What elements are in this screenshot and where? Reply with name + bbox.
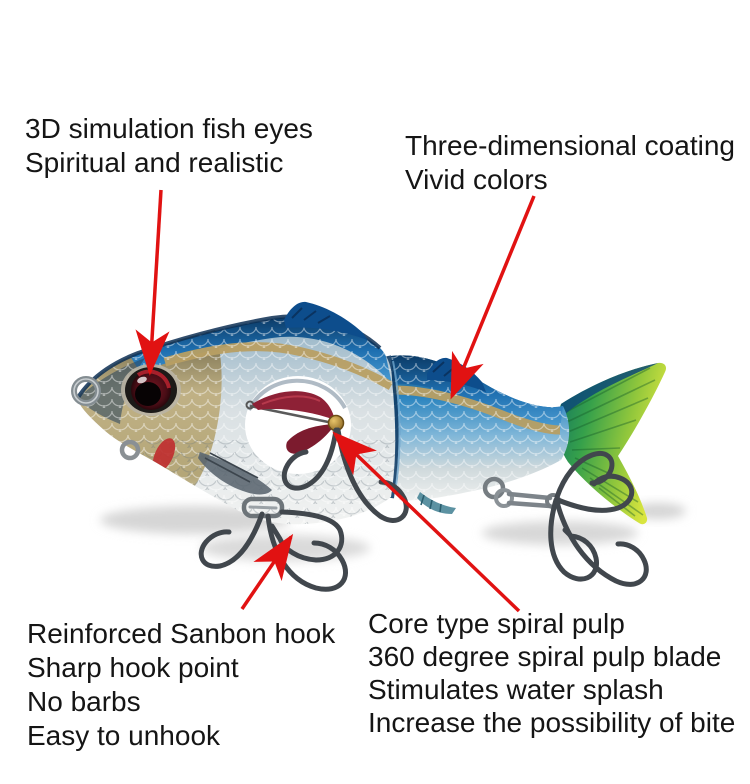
spiral-pulp-propeller: [245, 391, 345, 454]
front-body-section: [71, 301, 396, 525]
arrow-to-pulp: [332, 431, 521, 613]
arrow-to-coating: [450, 195, 536, 400]
tail-fin: [556, 362, 667, 525]
annotation-line: Increase the possibility of bite: [368, 707, 736, 738]
chin-hanger-loop: [119, 439, 141, 461]
annotation-line: Core type spiral pulp: [368, 608, 625, 639]
core-opening-rim: [247, 378, 347, 411]
annotation-line: 360 degree spiral pulp blade: [368, 641, 722, 672]
rear-body-section: [391, 355, 570, 514]
annotation-line: 3D simulation fish eyes: [25, 113, 313, 144]
annotation-line: No barbs: [27, 686, 141, 717]
annotation-line: Easy to unhook: [27, 720, 221, 751]
annotation-line: Stimulates water splash: [368, 674, 664, 705]
rear-treble-hook: [548, 451, 649, 587]
anal-fin: [417, 492, 456, 514]
arrow-to-eye: [135, 189, 170, 376]
annotation-hook: Reinforced Sanbon hook Sharp hook point …: [27, 617, 335, 753]
annotation-coating: Three-dimensional coating Vivid colors: [405, 129, 735, 197]
front-dorsal-fin: [284, 301, 368, 340]
propeller-blade-lower: [286, 424, 335, 454]
annotation-line: Three-dimensional coating: [405, 130, 735, 161]
gill-red-band: [152, 438, 176, 472]
annotation-line: Vivid colors: [405, 164, 548, 195]
ground-shadows: [100, 503, 686, 561]
callout-arrows: [135, 189, 536, 613]
annotation-line: Sharp hook point: [27, 652, 239, 683]
annotation-line: Spiritual and realistic: [25, 147, 284, 178]
annotation-fish-eyes: 3D simulation fish eyes Spiritual and re…: [25, 112, 313, 180]
3d-fish-eye: [121, 364, 181, 416]
annotation-line: Reinforced Sanbon hook: [27, 618, 336, 649]
arrow-to-hook: [240, 533, 294, 610]
annotation-spiral-pulp: Core type spiral pulp 360 degree spiral …: [368, 607, 735, 739]
